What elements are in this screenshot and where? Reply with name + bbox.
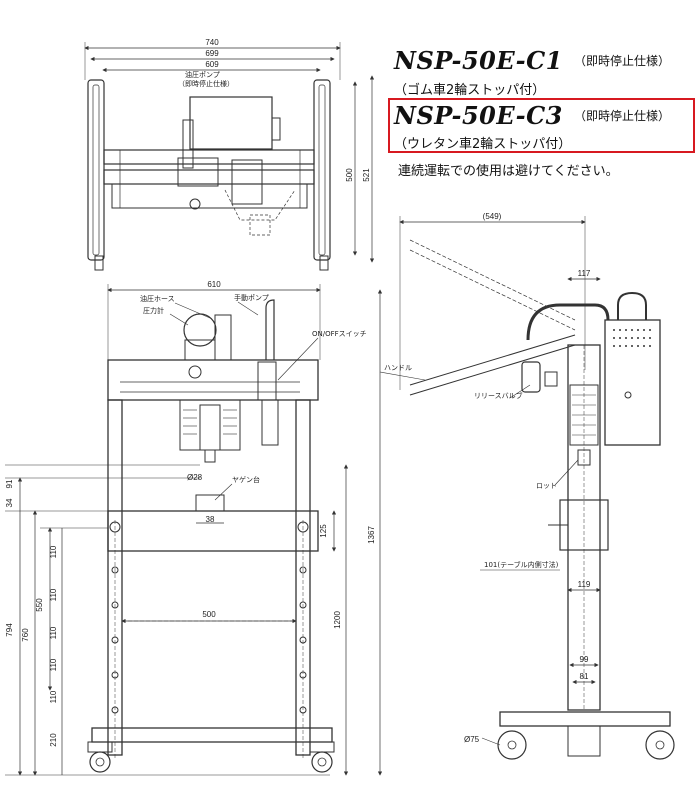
dim-500-inner: 500 xyxy=(202,610,216,619)
dim-38: 38 xyxy=(206,515,215,524)
dim-125: 125 xyxy=(319,524,328,538)
c1-wheels-label: （ゴム車2輪ストッパ付） xyxy=(394,83,546,98)
c3-model-title: NSP-50E-C3 xyxy=(394,101,563,130)
label-pressure-gauge: 圧力計 xyxy=(143,306,164,315)
dim-110-e: 110 xyxy=(49,690,58,703)
dim-500: 500 xyxy=(345,168,354,182)
dim-117: 117 xyxy=(578,269,591,278)
c1-spec-label: （即時停止仕様） xyxy=(574,54,671,68)
dim-110-a: 110 xyxy=(49,545,58,558)
c3-spec-label: （即時停止仕様） xyxy=(574,109,671,123)
label-hydraulic-pump: 油圧ポンプ xyxy=(185,70,220,79)
dim-119: 119 xyxy=(578,580,591,589)
label-hydraulic-hose: 油圧ホース xyxy=(140,294,175,303)
dim-99: 99 xyxy=(580,655,589,664)
c1-model-title: NSP-50E-C1 xyxy=(394,46,563,75)
label-handle: ハンドル xyxy=(384,364,412,372)
dim-d28: Ø28 xyxy=(187,473,203,482)
dim-610: 610 xyxy=(207,280,221,289)
label-rod: ロット xyxy=(536,482,557,490)
c3-wheels-label: （ウレタン車2輪ストッパ付） xyxy=(394,137,572,152)
dim-91: 91 xyxy=(5,479,14,488)
dim-1367: 1367 xyxy=(367,526,376,544)
label-hand-pump: 手動ポンプ xyxy=(234,293,269,302)
dim-81: 81 xyxy=(580,672,589,681)
dim-101-table-inner: 101(テーブル内側寸法) xyxy=(484,560,559,569)
usage-note: 連続運転での使用は避けてください。 xyxy=(398,164,619,179)
label-yagen-block: ヤゲン台 xyxy=(232,475,260,484)
dim-549: (549) xyxy=(483,212,502,221)
dim-609: 609 xyxy=(205,60,219,69)
dim-740: 740 xyxy=(205,38,219,47)
dim-794: 794 xyxy=(5,623,14,637)
dim-110-c: 110 xyxy=(49,626,58,639)
side-view xyxy=(379,216,675,760)
dim-d75: Ø75 xyxy=(464,735,480,744)
dim-1200: 1200 xyxy=(333,611,342,629)
dim-34: 34 xyxy=(5,498,14,507)
dim-550: 550 xyxy=(35,598,44,612)
front-view xyxy=(5,284,383,776)
dim-110-d: 110 xyxy=(49,658,58,671)
dim-521: 521 xyxy=(362,168,371,182)
top-view xyxy=(84,42,375,271)
dim-210: 210 xyxy=(49,733,58,747)
c3-highlight-box xyxy=(388,98,695,153)
label-onoff-switch: ON/OFFスイッチ xyxy=(312,330,367,338)
dim-760: 760 xyxy=(21,628,30,642)
label-pump-spec: （即時停止仕様） xyxy=(178,79,234,88)
label-release-valve: リリースバルブ xyxy=(474,391,523,400)
dim-110-b: 110 xyxy=(49,588,58,601)
dim-699: 699 xyxy=(205,49,219,58)
